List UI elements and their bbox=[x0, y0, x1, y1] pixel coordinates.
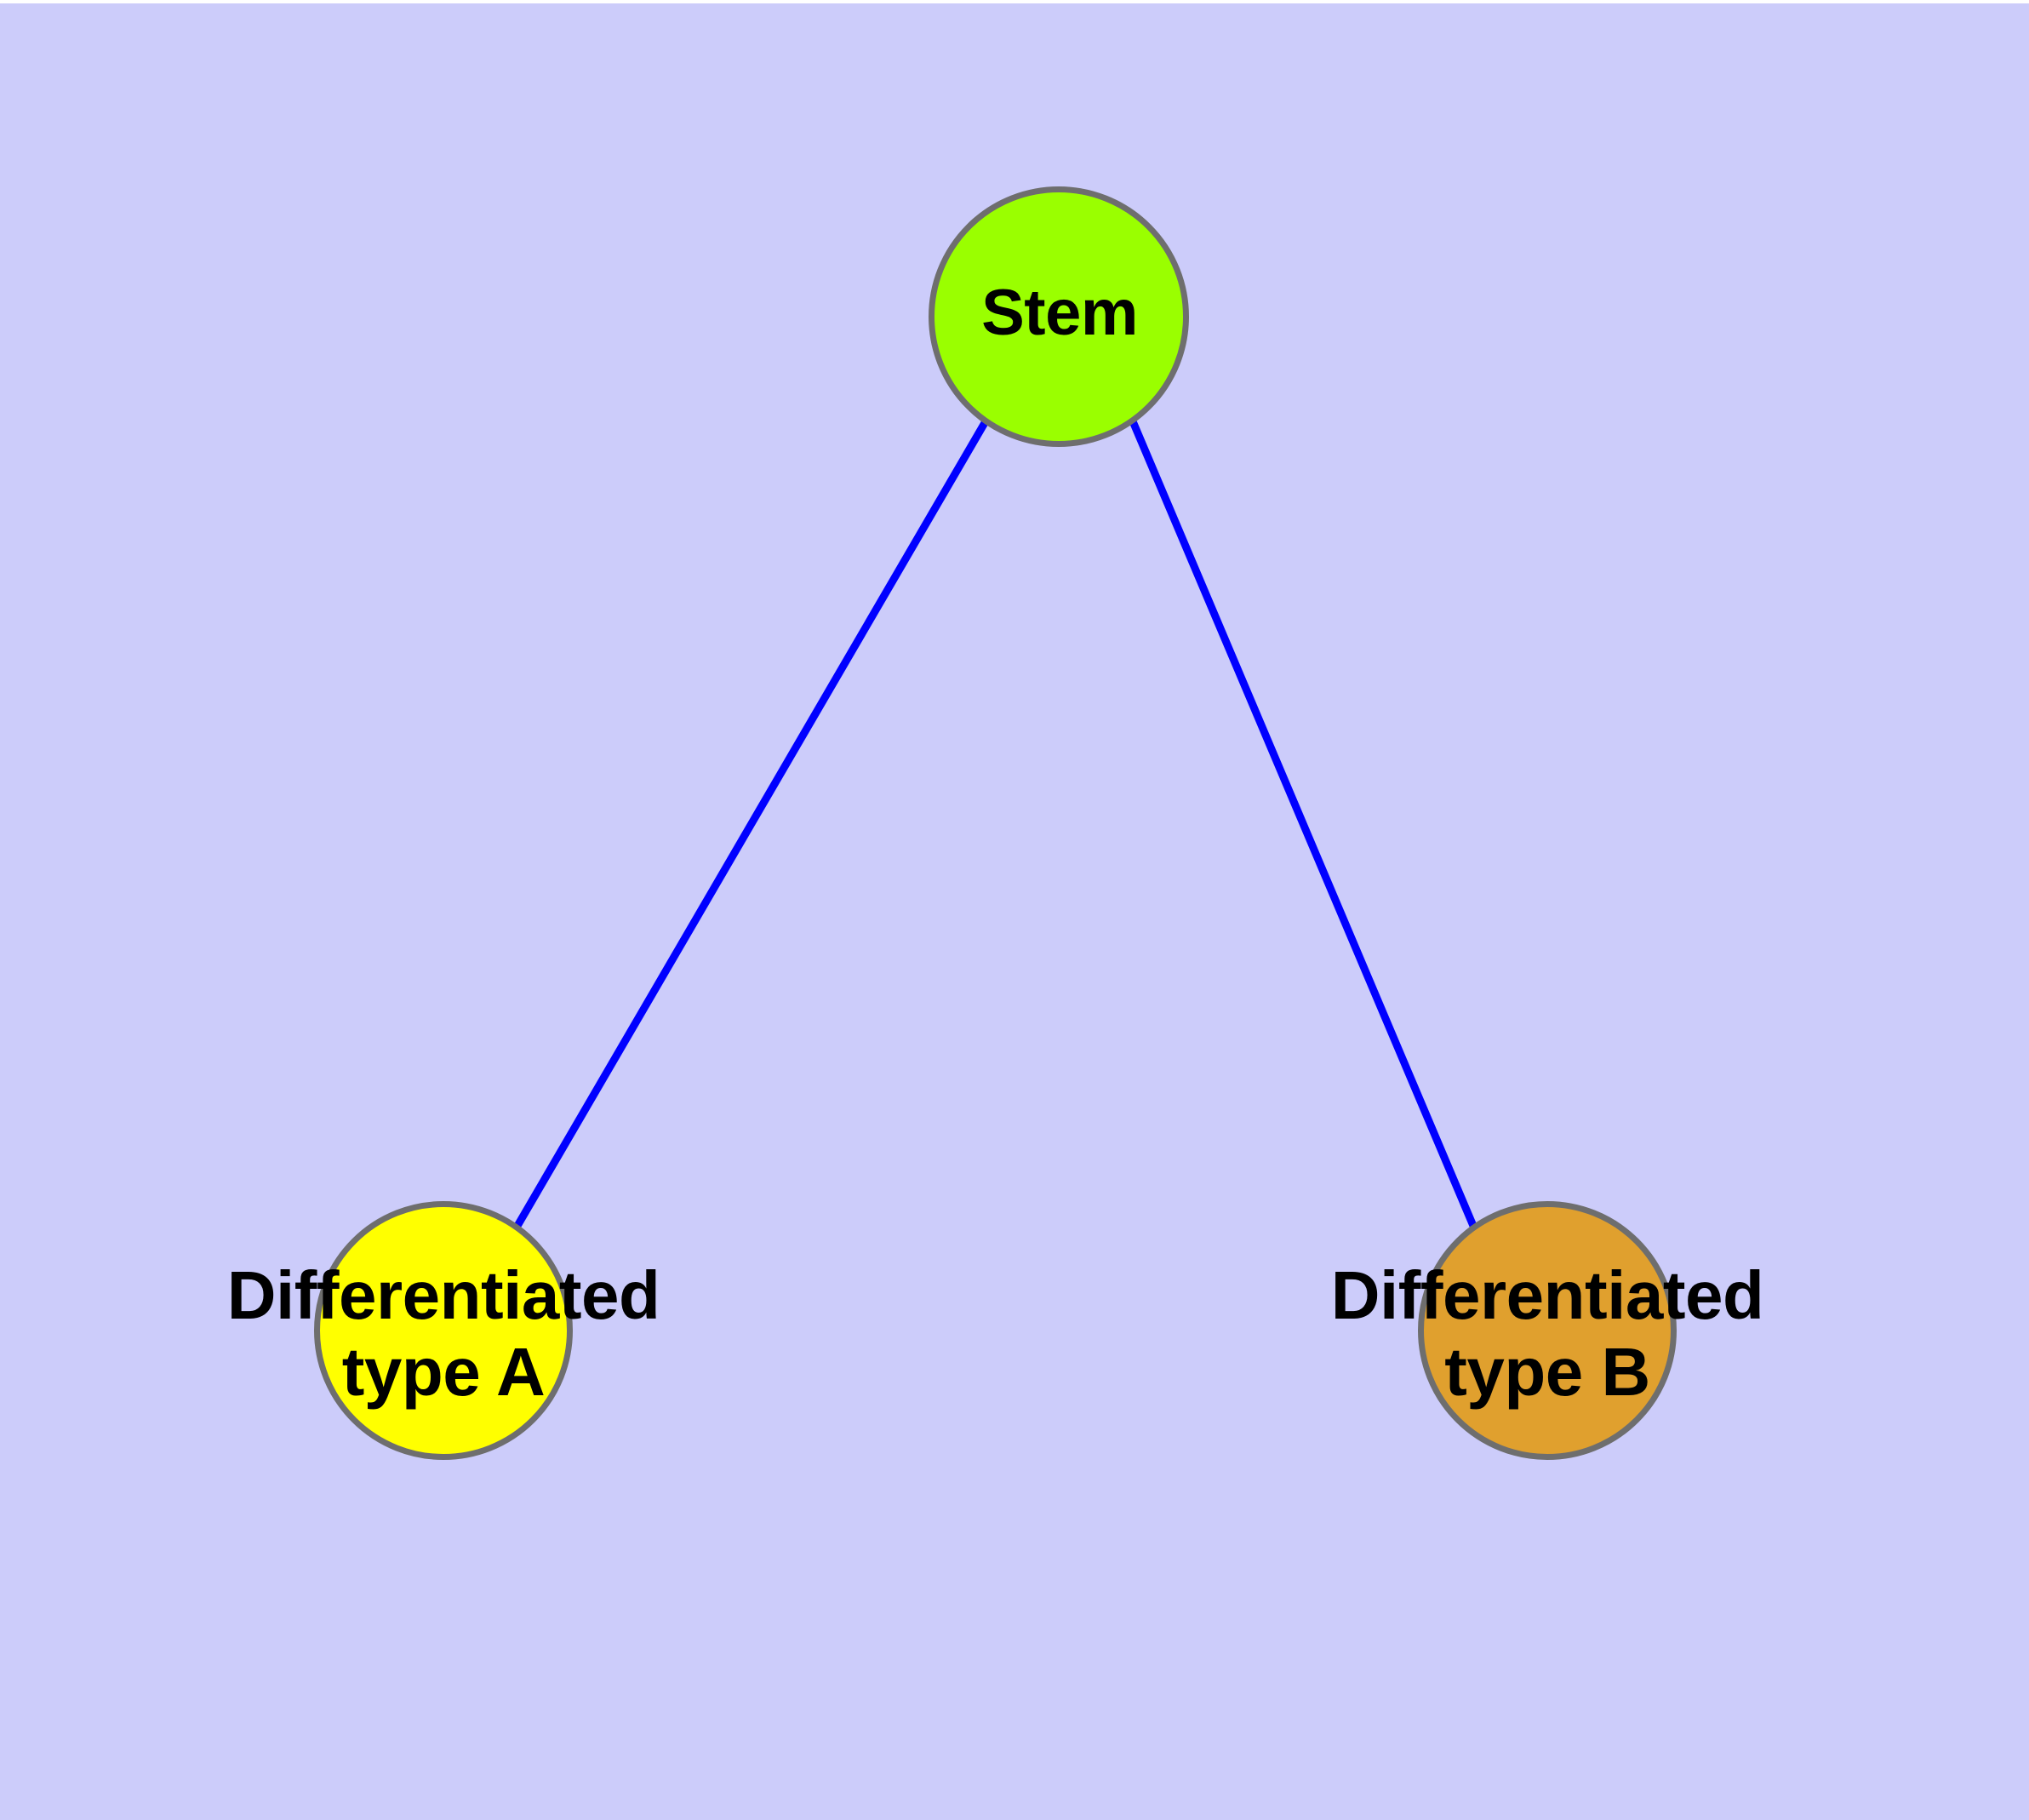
edge-stem-to-differentiated-type-b bbox=[1129, 420, 1477, 1228]
node-differentiated-type-a[interactable] bbox=[314, 1201, 573, 1460]
label-line-1: Differentiated bbox=[1330, 1257, 1764, 1333]
edge-stem-to-differentiated-type-a bbox=[514, 419, 989, 1228]
label-line-2: type B bbox=[1444, 1333, 1650, 1410]
node-differentiated-type-b[interactable] bbox=[1418, 1201, 1677, 1460]
node-label-stem: Stem bbox=[981, 277, 1138, 349]
canvas-top-edge bbox=[0, 0, 2029, 3]
label-line-1: Differentiated bbox=[226, 1257, 660, 1333]
label-line-2: type A bbox=[341, 1333, 546, 1410]
node-stem[interactable] bbox=[929, 186, 1189, 447]
